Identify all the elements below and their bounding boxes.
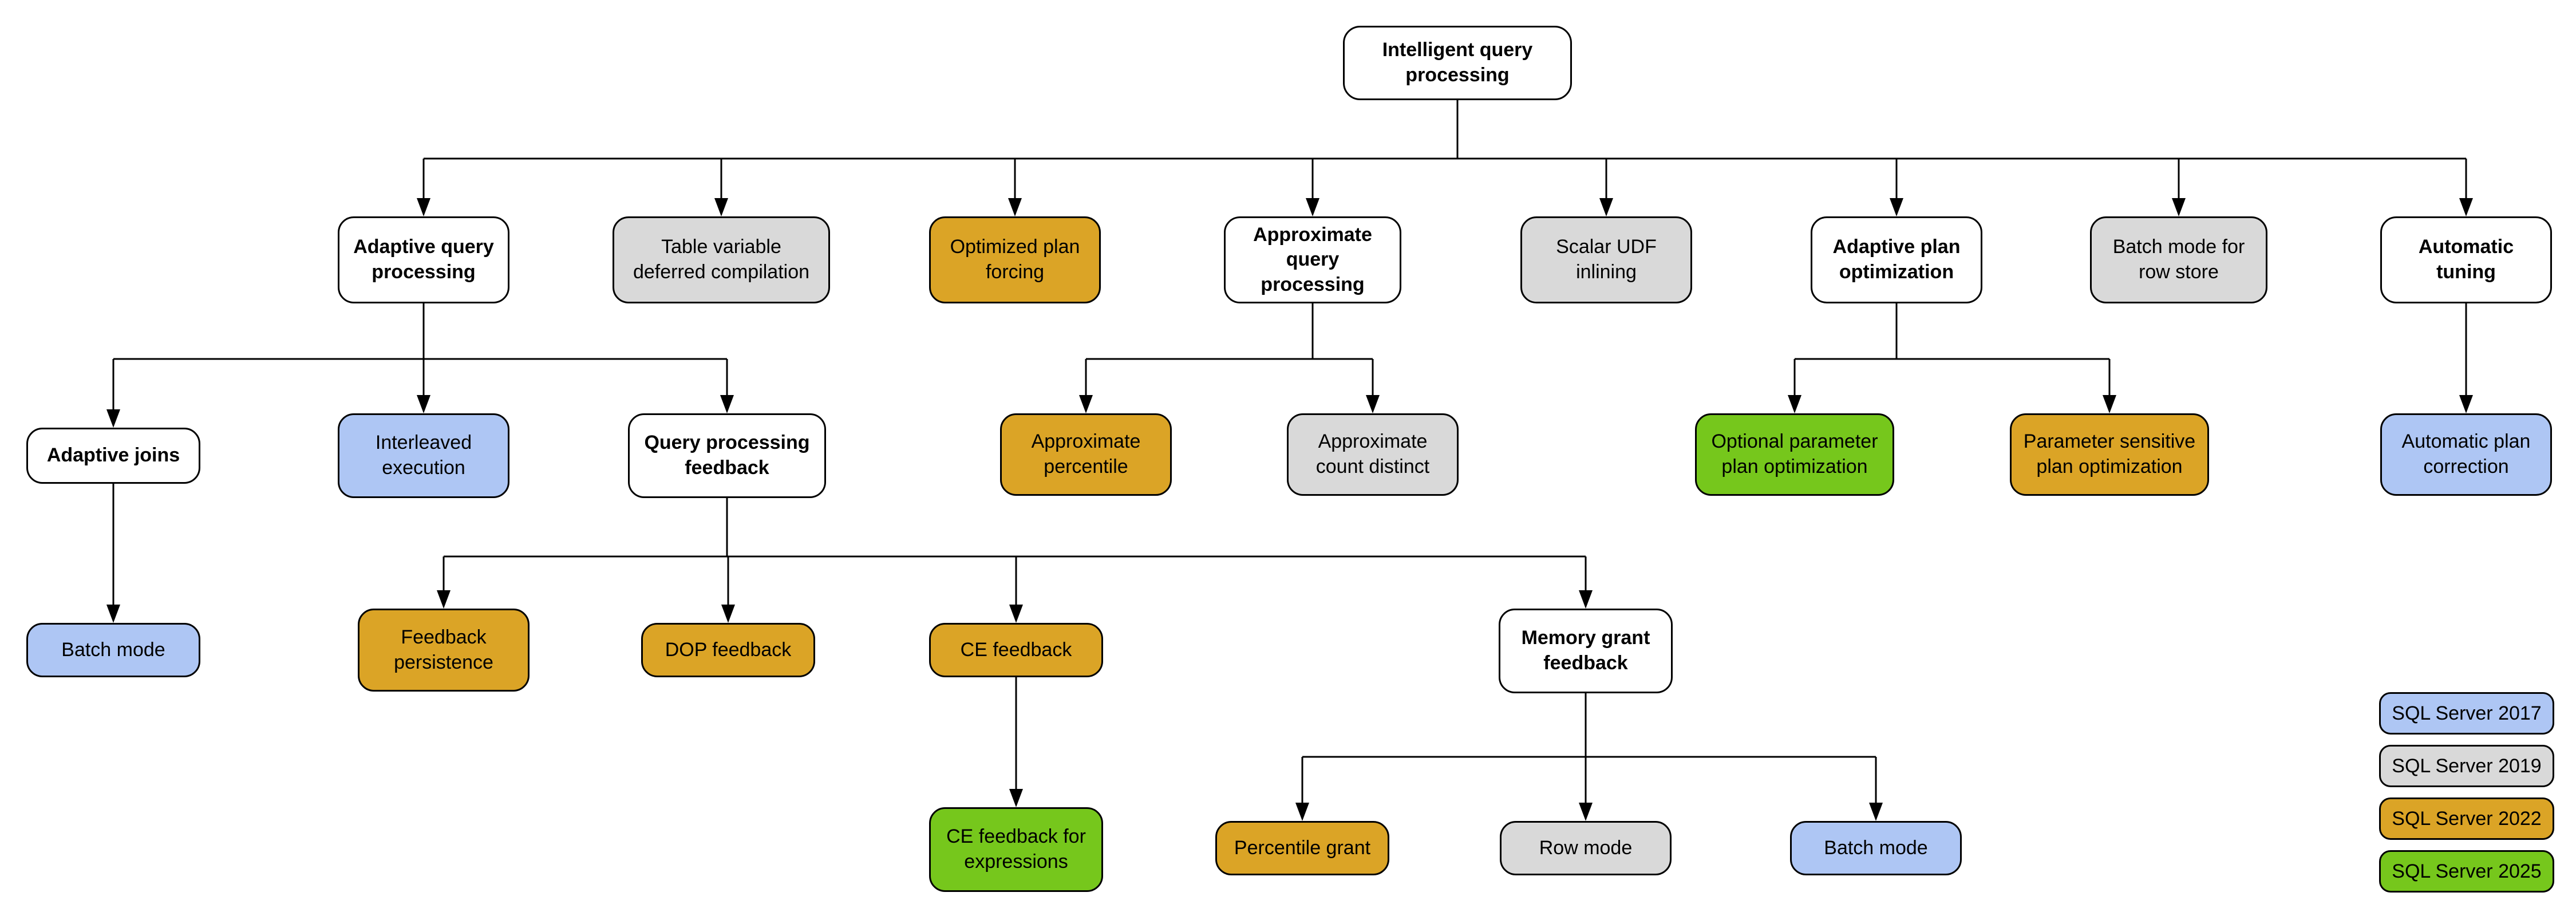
- node-automatic-plan-correction: Automatic plan correction: [2380, 413, 2552, 496]
- node-approximate-query-processing: Approximate query processing: [1224, 216, 1401, 303]
- legend-sql-server-2025: SQL Server 2025: [2379, 850, 2554, 893]
- node-ce-feedback-for-expressions: CE feedback for expressions: [929, 807, 1103, 892]
- node-approximate-count-distinct: Approximate count distinct: [1287, 413, 1459, 496]
- node-memory-grant-feedback: Memory grant feedback: [1499, 609, 1673, 693]
- node-adaptive-joins: Adaptive joins: [26, 428, 200, 484]
- node-table-variable-deferred-compilation: Table variable deferred compilation: [613, 216, 830, 303]
- legend-sql-server-2017: SQL Server 2017: [2379, 692, 2554, 735]
- node-row-mode: Row mode: [1500, 821, 1672, 875]
- node-optional-parameter-plan-optimization: Optional parameter plan optimization: [1695, 413, 1894, 496]
- node-batch-mode-memory-grant: Batch mode: [1790, 821, 1962, 875]
- node-batch-mode-for-row-store: Batch mode for row store: [2090, 216, 2267, 303]
- node-interleaved-execution: Interleaved execution: [338, 413, 509, 498]
- node-parameter-sensitive-plan-optimization: Parameter sensitive plan optimization: [2010, 413, 2209, 496]
- node-percentile-grant: Percentile grant: [1215, 821, 1389, 875]
- node-dop-feedback: DOP feedback: [641, 623, 815, 677]
- node-batch-mode-adaptive-joins: Batch mode: [26, 623, 200, 677]
- node-scalar-udf-inlining: Scalar UDF inlining: [1520, 216, 1692, 303]
- node-feedback-persistence: Feedback persistence: [358, 609, 530, 692]
- node-approximate-percentile: Approximate percentile: [1000, 413, 1172, 496]
- node-automatic-tuning: Automatic tuning: [2380, 216, 2552, 303]
- node-adaptive-query-processing: Adaptive query processing: [338, 216, 509, 303]
- node-query-processing-feedback: Query processing feedback: [628, 413, 826, 498]
- legend-sql-server-2022: SQL Server 2022: [2379, 797, 2554, 840]
- node-adaptive-plan-optimization: Adaptive plan optimization: [1811, 216, 1982, 303]
- node-optimized-plan-forcing: Optimized plan forcing: [929, 216, 1101, 303]
- legend-sql-server-2019: SQL Server 2019: [2379, 745, 2554, 787]
- node-intelligent-query-processing: Intelligent query processing: [1343, 26, 1572, 100]
- node-ce-feedback: CE feedback: [929, 623, 1103, 677]
